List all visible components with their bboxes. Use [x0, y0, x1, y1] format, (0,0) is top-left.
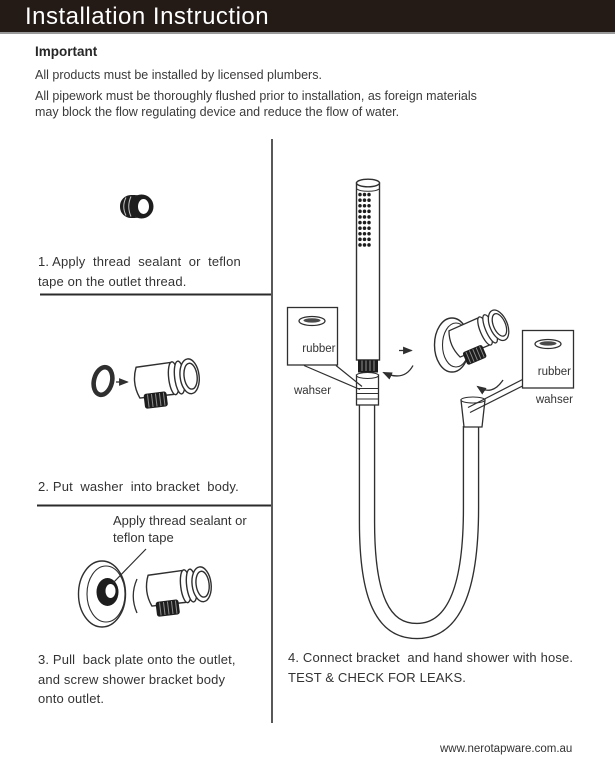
hose-nut-right — [460, 396, 486, 428]
hand-shower-illustration — [355, 178, 381, 373]
rotate-arrow-icon-left — [382, 365, 414, 380]
intro-paragraph-2: All pipework must be thoroughly flushed … — [35, 89, 477, 119]
callout-leader-lines-left — [303, 364, 363, 391]
step-2-text: 2. Put washer into bracket body. — [38, 479, 239, 494]
step-1-text: 1. Apply thread sealant or teflon tape o… — [38, 254, 241, 289]
note-leader-line — [112, 548, 147, 584]
step-4-text: 4. Connect bracket and hand shower with … — [288, 650, 574, 685]
washer-label-line1: rubber — [302, 343, 336, 355]
thread-gap-arc — [132, 578, 138, 614]
bracket-body-illustration-step3 — [143, 565, 216, 619]
header-bar: Installation Instruction — [0, 0, 615, 34]
left-washer-callout-box — [286, 306, 363, 391]
important-heading: Important — [35, 44, 98, 59]
bracket-body-illustration-step2 — [131, 357, 204, 411]
section-divider-lines — [37, 139, 273, 723]
washer-label-line2: wahser — [293, 385, 332, 397]
website-url: www.nerotapware.com.au — [440, 743, 573, 755]
rubber-washer-label-right: rubber wahser — [523, 351, 573, 421]
step-3-note-text: Apply thread sealant or teflon tape — [113, 513, 247, 545]
washer-label-line1: rubber — [537, 366, 572, 378]
washer-icon — [534, 338, 562, 350]
washer-ring-icon — [91, 364, 115, 398]
hose-nut-left — [355, 371, 380, 406]
washer-label-line2: wahser — [535, 394, 573, 406]
outlet-fitting-illustration — [120, 194, 154, 219]
page-title: Installation Instruction — [25, 3, 270, 30]
hose-illustration — [358, 402, 480, 640]
step-3-text: 3. Pull back plate onto the outlet, and … — [38, 652, 236, 706]
callout-leader-lines-right — [467, 378, 523, 414]
rotate-arrow-icon-right — [476, 379, 504, 395]
rubber-washer-label-left: rubber wahser — [288, 328, 337, 412]
wall-bracket-illustration — [433, 306, 517, 373]
spray-nozzle-dots — [358, 192, 371, 251]
back-plate-illustration — [77, 560, 127, 628]
right-washer-callout-box — [467, 329, 575, 414]
intro-paragraph-1: All products must be installed by licens… — [35, 68, 322, 82]
washer-icon — [298, 315, 326, 327]
